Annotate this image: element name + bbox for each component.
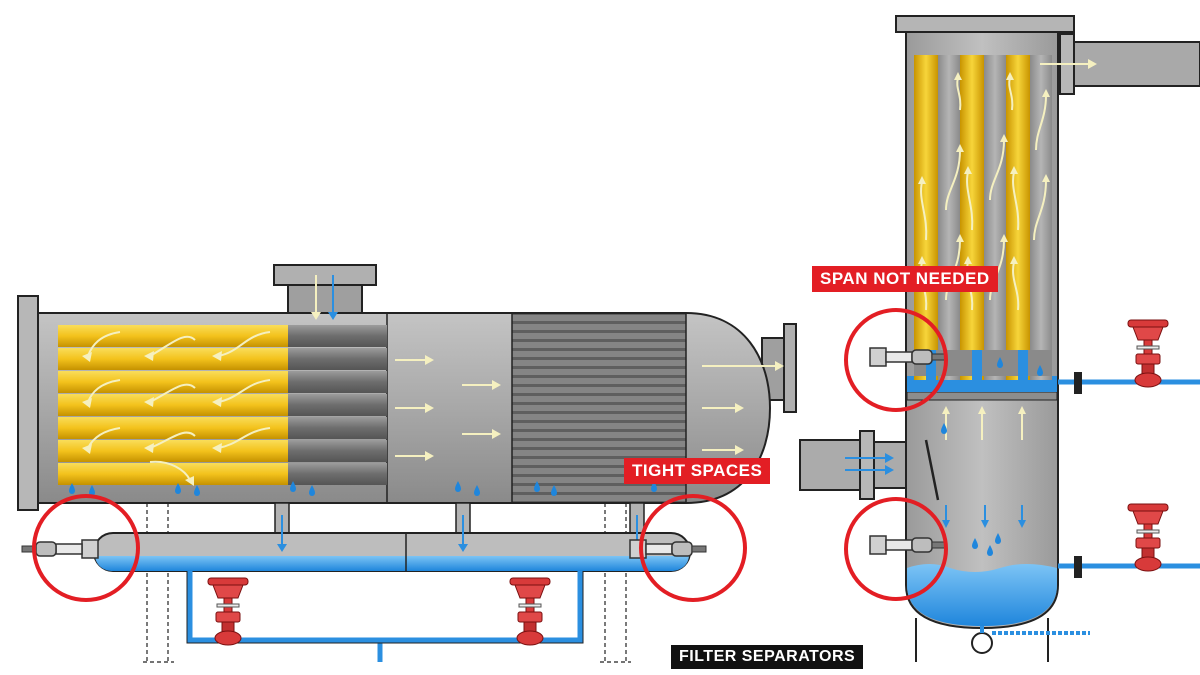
drain-piping	[187, 571, 583, 662]
filter-elements	[58, 325, 387, 485]
control-valve-icon	[207, 577, 551, 646]
flow-arrow-icon	[920, 63, 1088, 440]
horizontal-filter-separator	[17, 264, 797, 663]
support-legs	[143, 503, 631, 663]
tight-spaces-label: TIGHT SPACES	[624, 458, 771, 484]
flow-arrow-icon	[87, 275, 775, 481]
filter-elements-vertical	[914, 55, 1052, 392]
vertical-filter-separator	[799, 15, 1200, 662]
control-valve-icon	[1127, 319, 1169, 572]
span-not-needed-label: SPAN NOT NEEDED	[812, 266, 998, 292]
filter-separators-caption: FILTER SEPARATORS	[671, 645, 864, 669]
highlight-circles	[32, 308, 948, 602]
